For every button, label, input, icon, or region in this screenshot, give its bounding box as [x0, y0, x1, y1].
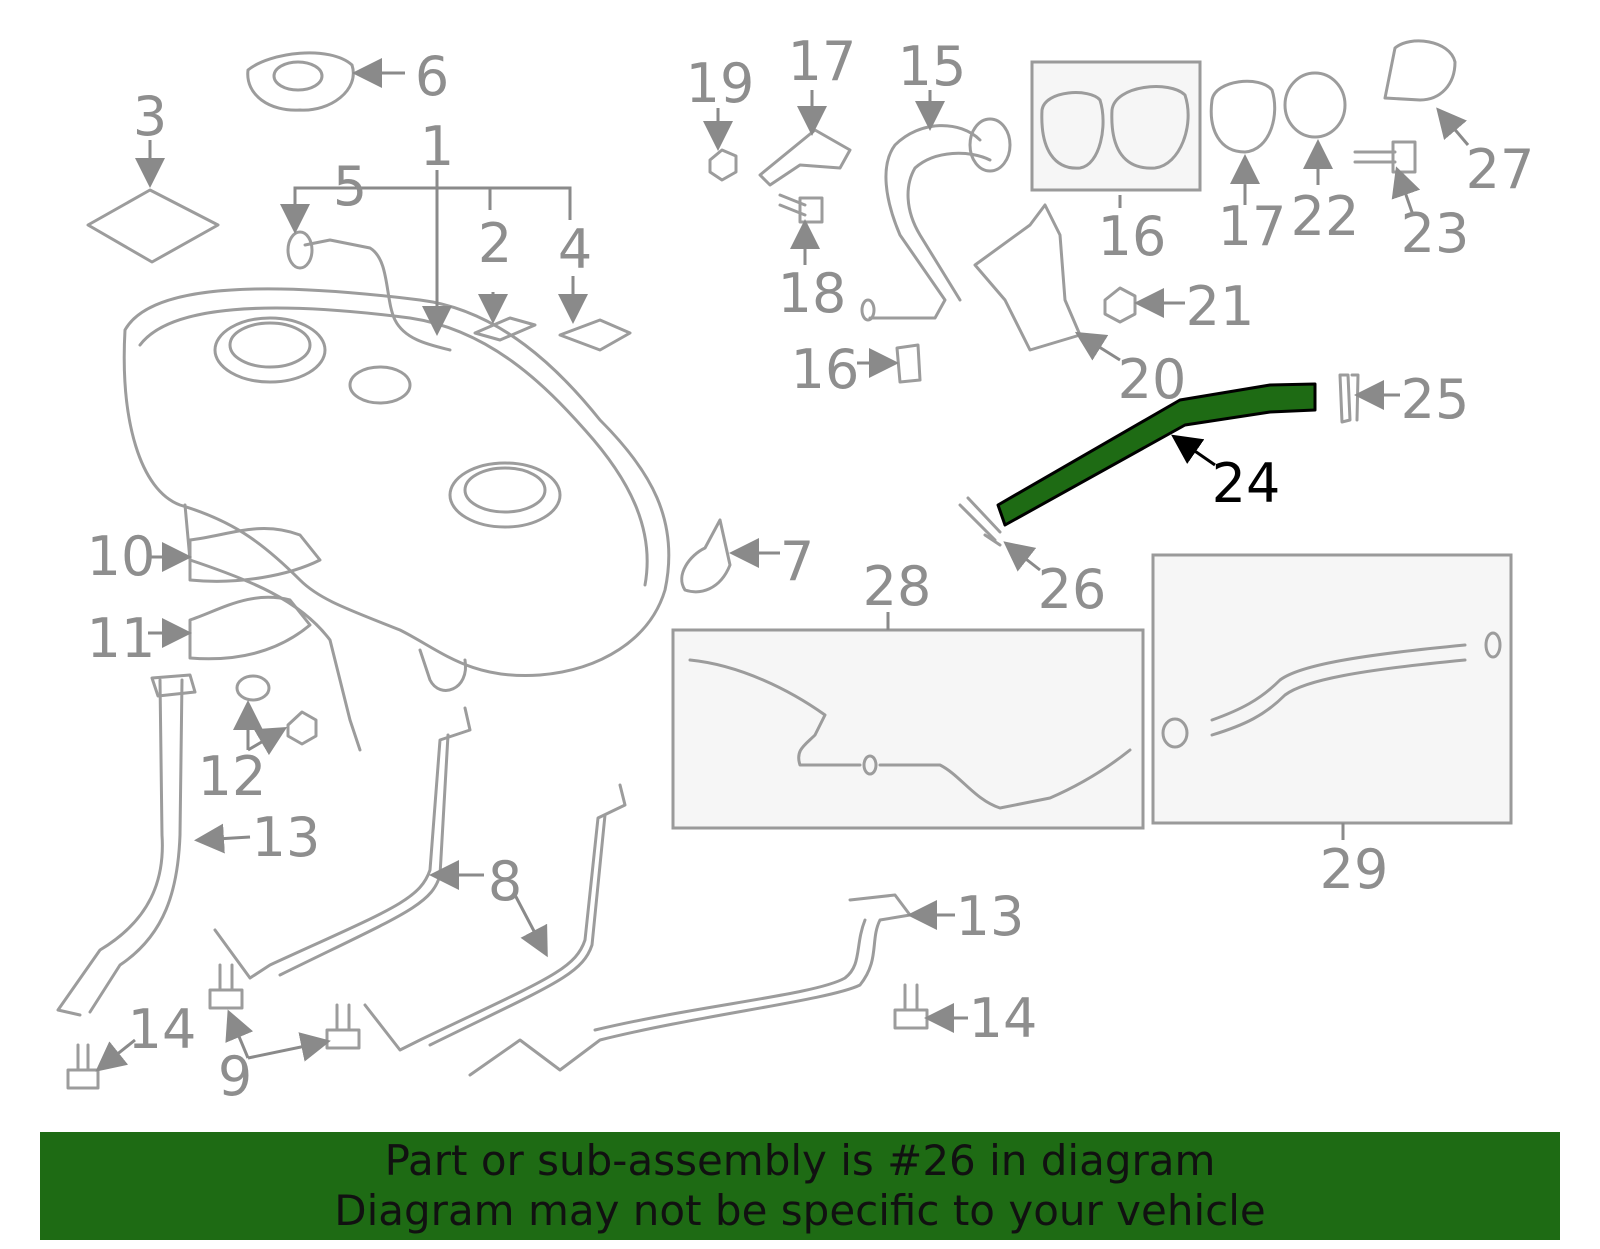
- part-6: [246, 51, 355, 112]
- callout-19: 17: [788, 30, 857, 93]
- fuel-tank: [122, 287, 671, 752]
- callout-labels: 3 6 1 5 2 4 7 10 11 12 13 8 9 14 14 13 1…: [87, 30, 1535, 1108]
- tank-strap-10: [188, 527, 322, 583]
- hose-5: [303, 238, 452, 352]
- callout-3: 3: [133, 85, 167, 148]
- callout-10: 10: [87, 525, 156, 588]
- callout-23: 21: [1186, 275, 1255, 338]
- callout-26: 24: [1212, 452, 1281, 515]
- pad-3: [86, 188, 220, 264]
- callout-27: 25: [1401, 368, 1470, 431]
- callout-16-label: 16: [1098, 205, 1167, 268]
- bolt-25: [1353, 140, 1417, 174]
- filler-neck-15: [860, 117, 1012, 322]
- callout-9: 9: [218, 1045, 252, 1108]
- vent-tube-26: [996, 382, 1317, 527]
- banner-line-2: Diagram may not be specific to your vehi…: [334, 1186, 1266, 1235]
- leader-lines: [95, 58, 1470, 1072]
- callout-29: 27: [1466, 138, 1535, 201]
- tank-strap-11: [188, 595, 312, 661]
- callout-4: 4: [558, 218, 592, 281]
- nut-23: [1103, 286, 1137, 324]
- nut-21: [708, 148, 738, 182]
- callout-28: 26: [1038, 558, 1107, 621]
- nut-12b: [286, 710, 318, 746]
- ring-24: [1283, 71, 1347, 139]
- callout-6: 6: [415, 45, 449, 108]
- callout-13-right: 13: [956, 885, 1025, 948]
- info-banner: Part or sub-assembly is #26 in diagram D…: [40, 1132, 1560, 1240]
- strap-13-right: [468, 893, 912, 1077]
- callout-21: 19: [686, 52, 755, 115]
- callout-12: 12: [198, 745, 267, 808]
- callout-14-left: 14: [128, 998, 197, 1061]
- callout-11: 11: [87, 607, 156, 670]
- callout-30: 28: [863, 555, 932, 618]
- callout-14-right: 14: [969, 987, 1038, 1050]
- box-16: [1030, 60, 1202, 192]
- clip-18: [895, 343, 922, 384]
- strap-8-b: [363, 783, 627, 1052]
- callout-22: 20: [1118, 348, 1187, 411]
- clip-28: [958, 496, 1002, 547]
- callout-31: 29: [1320, 838, 1389, 901]
- strap-13-left: [56, 673, 197, 1017]
- gasket-17: [1209, 79, 1277, 154]
- callout-20: 18: [778, 262, 847, 325]
- box-31: [1151, 553, 1513, 825]
- callout-8: 8: [488, 850, 522, 913]
- cap-29: [1383, 39, 1457, 102]
- bracket-19: [758, 128, 852, 187]
- grommet-12a: [235, 674, 271, 702]
- callout-5: 5: [333, 155, 367, 218]
- banner-line-1: Part or sub-assembly is #26 in diagram: [384, 1136, 1216, 1185]
- bolts: [66, 963, 929, 1090]
- callout-7: 7: [780, 530, 814, 593]
- bracket-22: [973, 203, 1082, 352]
- pad-2: [473, 316, 537, 342]
- bracket-7: [680, 518, 732, 594]
- callout-15: 15: [898, 35, 967, 98]
- callout-17: 17: [1218, 195, 1287, 258]
- callout-18: 16: [791, 338, 860, 401]
- pad-4: [558, 318, 632, 352]
- bolt-20: [778, 193, 824, 224]
- callout-25: 23: [1401, 202, 1470, 265]
- callout-1: 1: [420, 115, 454, 178]
- clip-27: [1338, 373, 1360, 424]
- callout-13-left: 13: [252, 806, 321, 869]
- callout-2: 2: [478, 212, 512, 275]
- box-30: [671, 628, 1145, 830]
- callout-24: 22: [1291, 185, 1360, 248]
